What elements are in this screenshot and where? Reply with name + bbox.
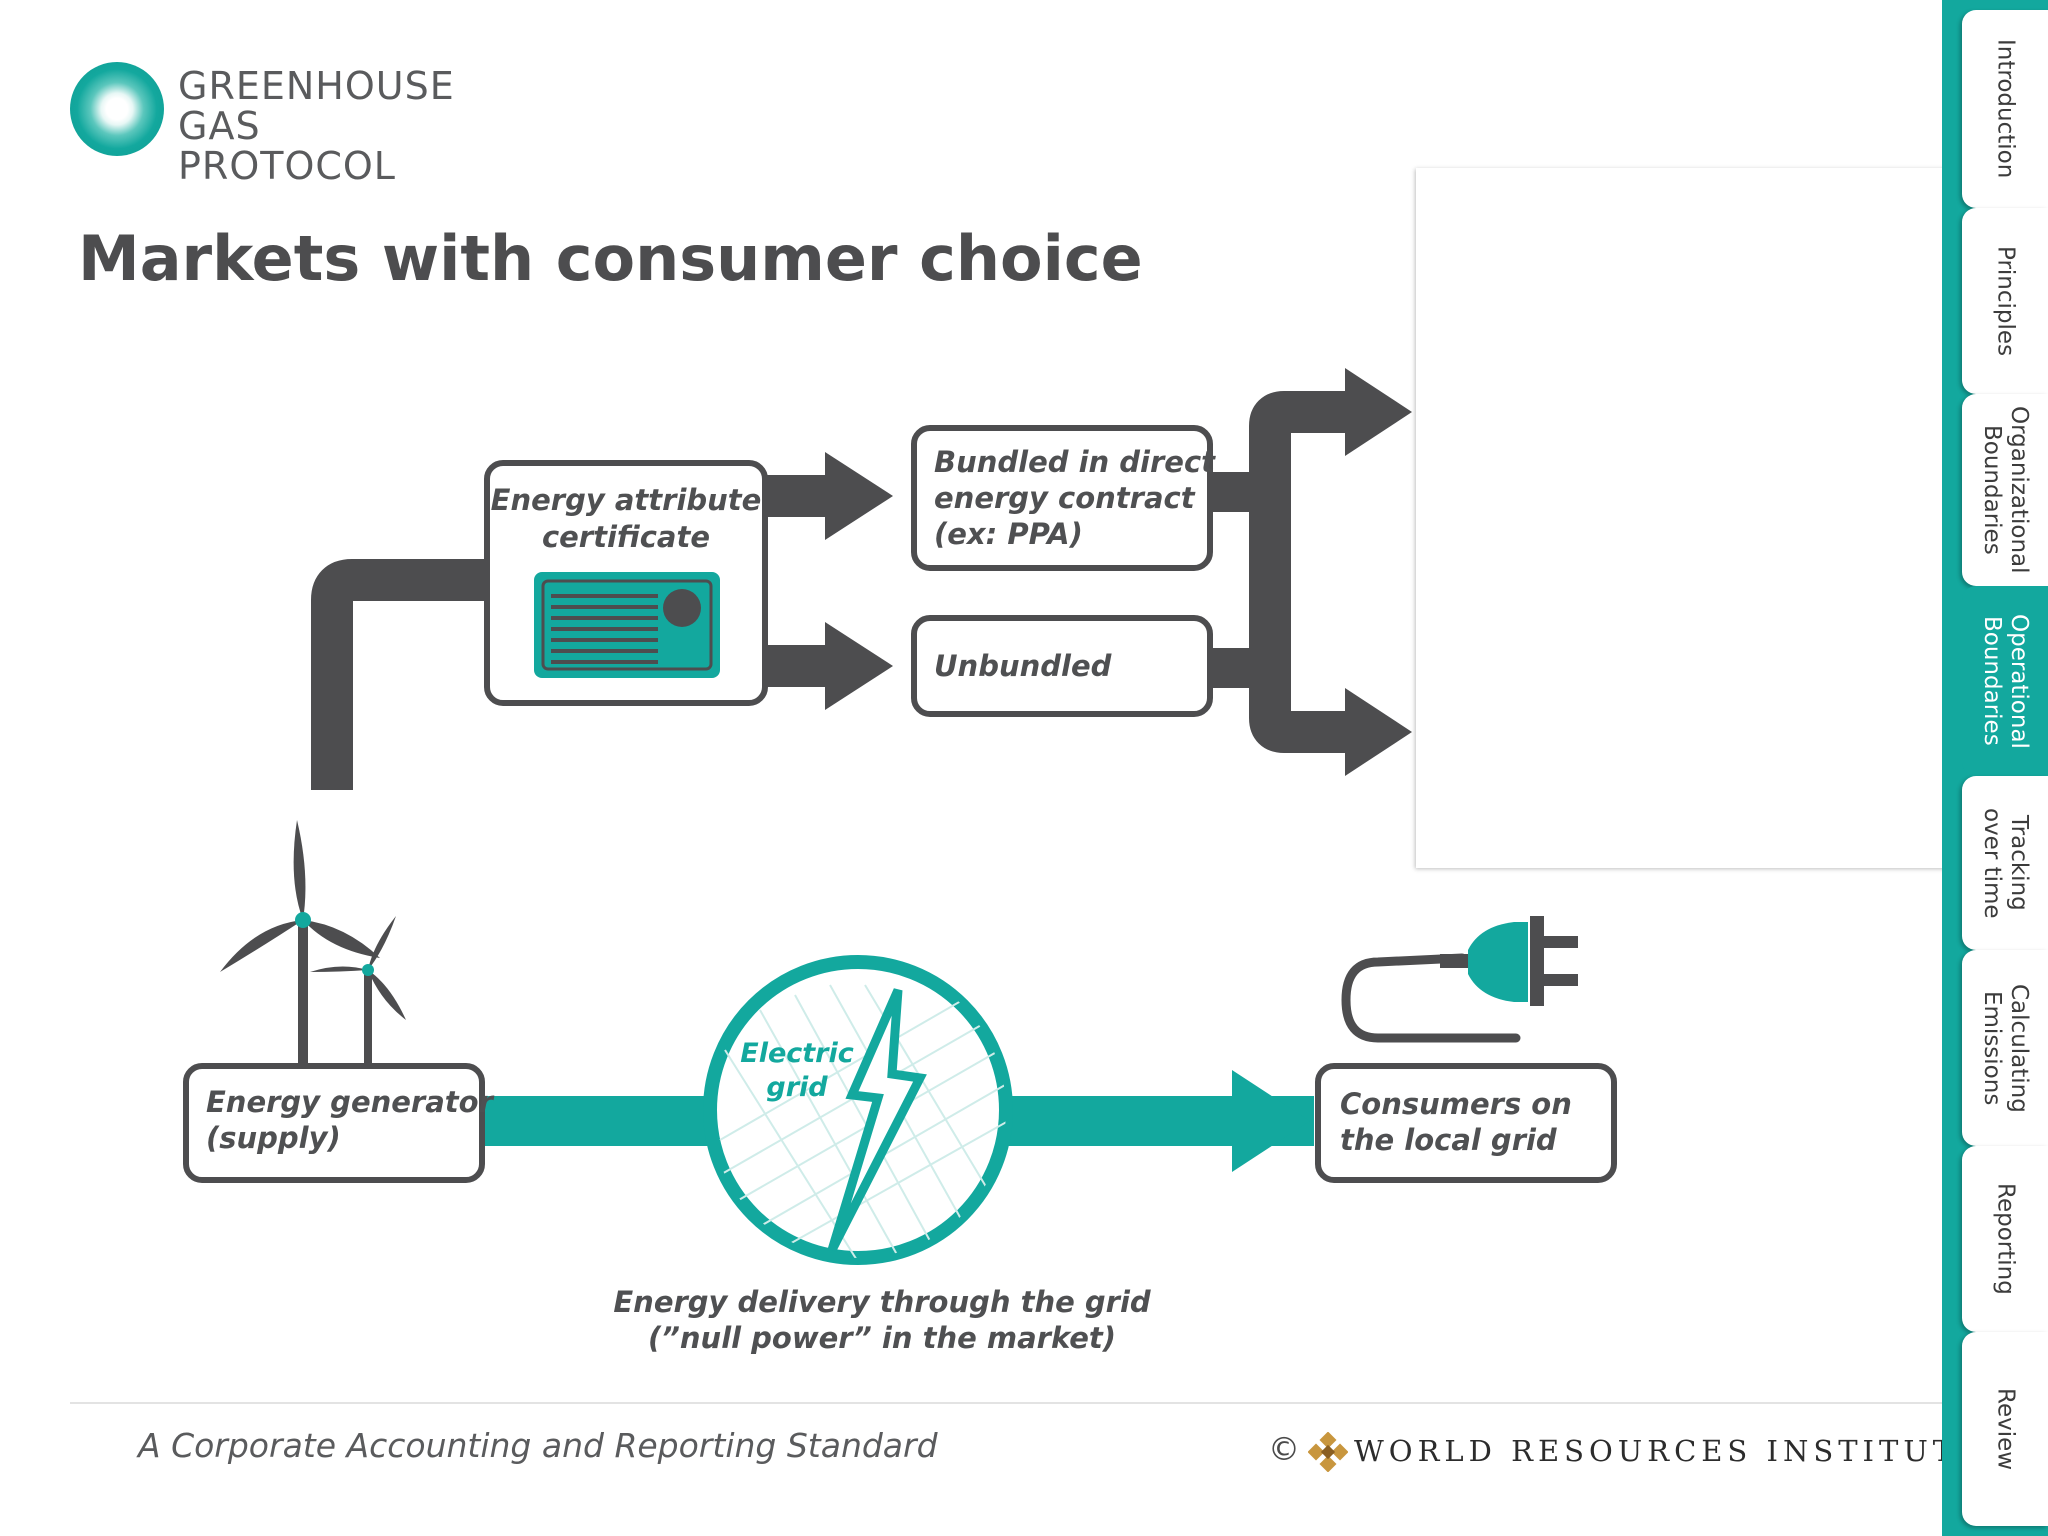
tab-label: Organizational Boundaries <box>1979 406 2032 574</box>
certificate-icon <box>534 572 720 678</box>
bracket-connector <box>1249 391 1355 753</box>
tab-label: Tracking over time <box>1979 807 2032 919</box>
certificate-to-unbundled-arrow <box>765 622 893 710</box>
tab-introduction[interactable]: Introduction <box>1962 10 2048 208</box>
ghg-protocol-logo: GREENHOUSE GAS PROTOCOL <box>70 60 490 186</box>
section-sidebar: Introduction Principles Organizational B… <box>1942 0 2048 1536</box>
tab-tracking-over-time[interactable]: Tracking over time <box>1962 776 2048 950</box>
footer-divider <box>70 1402 1945 1404</box>
page-title: Markets with consumer choice <box>78 222 1143 295</box>
wri-emblem-icon <box>1308 1432 1348 1472</box>
tab-operational-boundaries[interactable]: Operational Boundaries <box>1962 586 2048 776</box>
generator-label-line-2: (supply) <box>206 1121 341 1155</box>
consumers-label-line-2: the local grid <box>1340 1123 1557 1157</box>
certificate-label-line-1: Energy attribute <box>491 483 762 517</box>
lightning-bolt-icon <box>827 988 927 1253</box>
bundled-label-line-3: (ex: PPA) <box>934 517 1083 551</box>
electric-plug-icon <box>1341 916 1578 1043</box>
certificate-to-bundled-arrow <box>765 452 893 540</box>
wri-wordmark: WORLD RESOURCES INSTITUTE <box>1354 1434 1984 1468</box>
bundled-label-line-2: energy contract <box>934 481 1196 515</box>
electric-grid-circle: Electric grid <box>703 955 1013 1265</box>
bracket-arrow-top <box>1345 368 1412 456</box>
bundled-label-line-1: Bundled in direct <box>934 445 1216 479</box>
logo-line-2: GAS PROTOCOL <box>178 104 396 188</box>
certificate-box: Energy attribute certificate <box>484 460 768 706</box>
logo-wordmark: GREENHOUSE GAS PROTOCOL <box>178 66 490 186</box>
delivery-caption-line-2: (”null power” in the market) <box>648 1321 1116 1355</box>
logo-line-1: GREENHOUSE <box>178 64 455 108</box>
consumers-box: Consumers on the local grid <box>1315 1063 1617 1183</box>
tab-label: Review <box>1992 1387 2019 1471</box>
energy-market-diagram: Energy attribute certificate Bundled in … <box>183 368 1617 1355</box>
wind-turbine-icon <box>220 820 406 1064</box>
grid-label-line-2: grid <box>766 1072 828 1103</box>
tab-label: Principles <box>1992 245 2019 357</box>
supply-to-certificate-pipe <box>311 559 490 790</box>
tab-review[interactable]: Review <box>1962 1332 2048 1526</box>
footer-tagline: A Corporate Accounting and Reporting Sta… <box>138 1426 938 1465</box>
unbundled-label: Unbundled <box>934 649 1112 683</box>
delivery-caption-line-1: Energy delivery through the grid <box>613 1285 1151 1319</box>
generator-label-line-1: Energy generator <box>206 1085 495 1119</box>
unbundled-box: Unbundled <box>911 615 1213 717</box>
bracket-arrow-bottom <box>1345 688 1412 776</box>
certificate-label-line-2: certificate <box>542 520 710 554</box>
tab-label: Operational Boundaries <box>1979 613 2032 749</box>
energy-generator-box: Energy generator (supply) <box>183 1063 495 1183</box>
grid-mesh-pattern <box>719 984 1006 1258</box>
bundled-contract-box: Bundled in direct energy contract (ex: P… <box>911 425 1216 571</box>
consumers-label-line-1: Consumers on <box>1340 1087 1572 1121</box>
tab-label: Reporting <box>1992 1183 2019 1295</box>
ghg-protocol-logo-icon <box>70 62 164 156</box>
blank-content-panel <box>1416 168 1946 868</box>
tab-principles[interactable]: Principles <box>1962 208 2048 394</box>
tab-organizational-boundaries[interactable]: Organizational Boundaries <box>1962 394 2048 586</box>
tab-reporting[interactable]: Reporting <box>1962 1146 2048 1332</box>
tab-label: Calculating Emissions <box>1979 983 2032 1113</box>
tab-label: Introduction <box>1992 39 2019 179</box>
tab-calculating-emissions[interactable]: Calculating Emissions <box>1962 950 2048 1146</box>
copyright-symbol: © <box>1268 1430 1300 1468</box>
grid-label-line-1: Electric <box>740 1038 854 1069</box>
